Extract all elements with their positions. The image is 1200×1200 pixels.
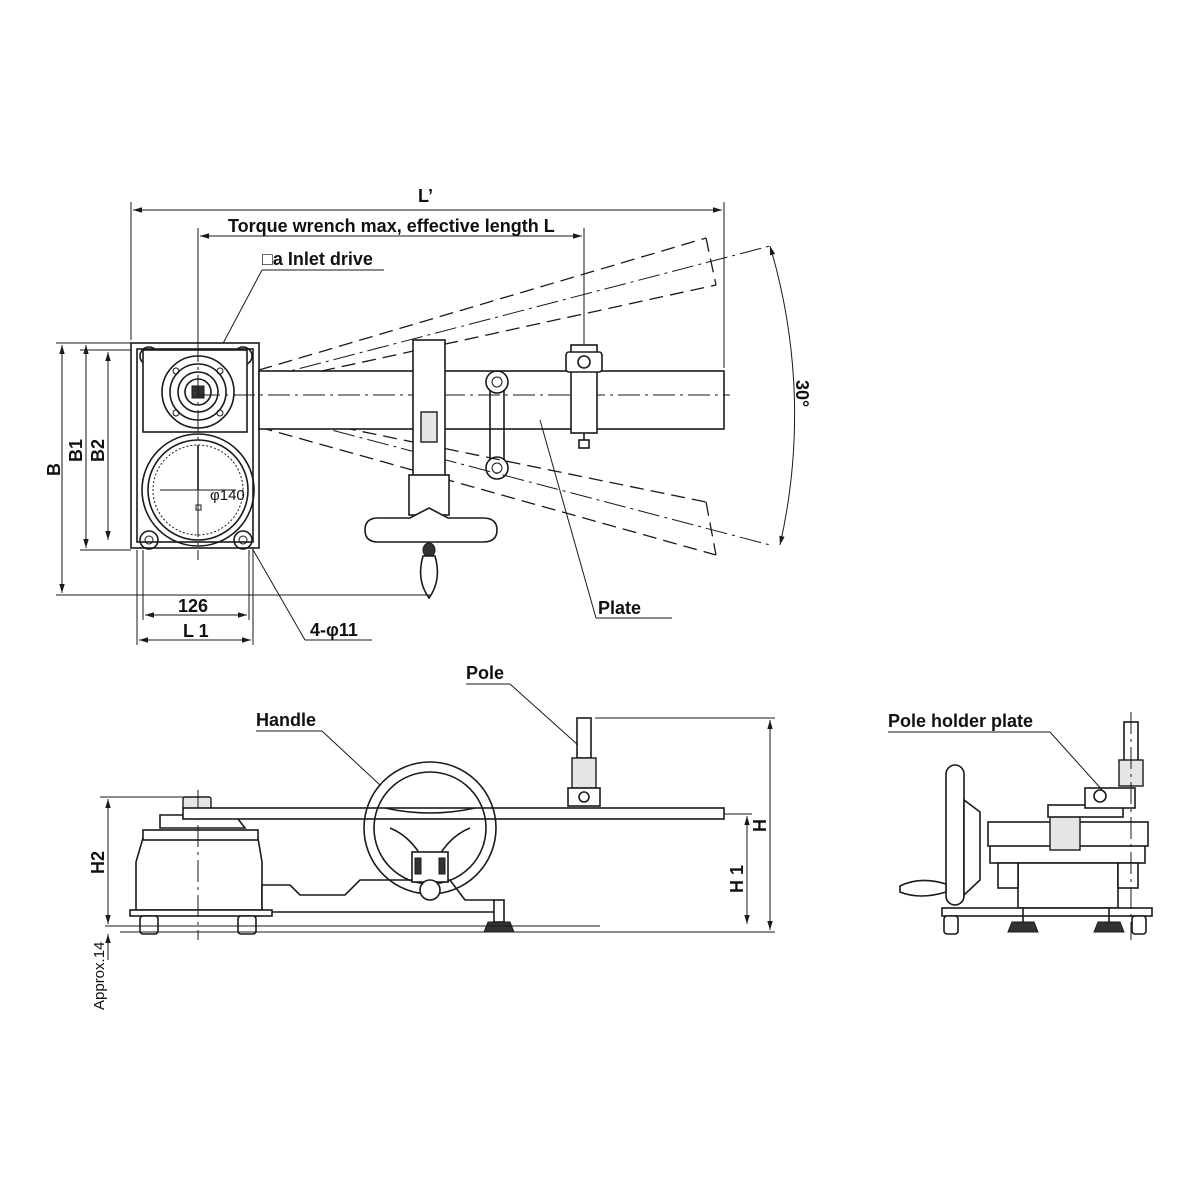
pole-holder-plate-label: Pole holder plate xyxy=(888,711,1033,731)
dimension-b2-label: B2 xyxy=(88,439,108,462)
arm-front xyxy=(182,807,725,820)
overall-length-label: L’ xyxy=(418,186,433,206)
front-view: Pole Handle H H 1 H2 Approx.14 xyxy=(88,663,775,1010)
base-body-front xyxy=(135,837,263,911)
dimension-h-label: H xyxy=(750,819,770,832)
pole-front xyxy=(576,717,592,759)
top-view: L’ Torque wrench max, effective length L… xyxy=(44,186,812,645)
holes-label: 4-φ11 xyxy=(310,620,358,640)
angle-label: 30° xyxy=(792,380,812,407)
dimension-126-label: 126 xyxy=(178,596,208,616)
torque-arm xyxy=(258,370,725,430)
angle-arc xyxy=(769,245,796,546)
inlet-drive-label: □a Inlet drive xyxy=(262,249,373,269)
dial-gauge xyxy=(141,433,255,547)
dimension-b1-label: B1 xyxy=(66,439,86,462)
effective-length-label: Torque wrench max, effective length L xyxy=(228,216,555,236)
dimension-h2-label: H2 xyxy=(88,851,108,874)
handwheel-side xyxy=(945,764,965,906)
handle-label: Handle xyxy=(256,710,316,730)
dimension-b-label: B xyxy=(44,463,64,476)
handwheel-top xyxy=(364,507,498,543)
side-view: Pole holder plate xyxy=(888,711,1153,940)
dimension-h1-label: H 1 xyxy=(727,865,747,893)
plate-label: Plate xyxy=(598,598,641,618)
pole-label: Pole xyxy=(466,663,504,683)
dial-diameter-label: φ140 xyxy=(210,487,245,504)
approx-label: Approx.14 xyxy=(91,942,108,1010)
dimension-l1-label: L 1 xyxy=(183,621,209,641)
